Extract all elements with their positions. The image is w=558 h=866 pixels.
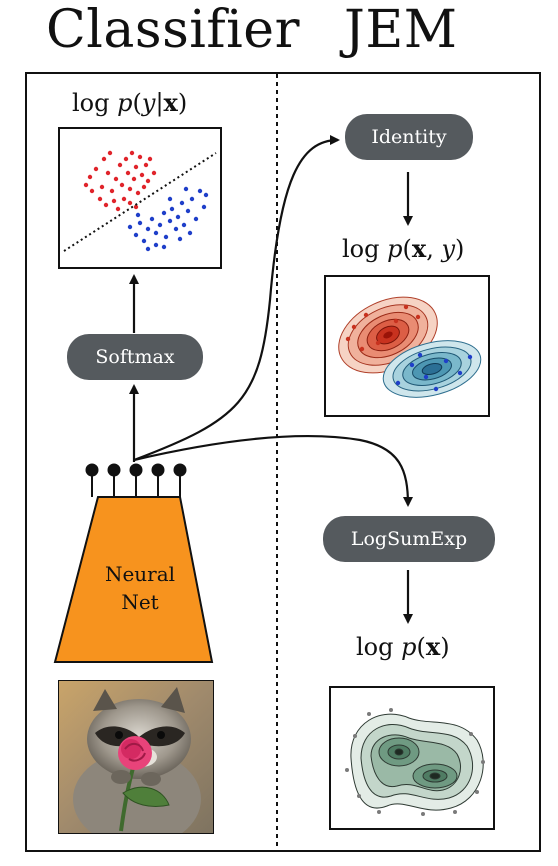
class-a-point: [133, 164, 139, 170]
arrow-to-identity: [133, 135, 340, 462]
class-a-point: [125, 170, 131, 176]
class-a-point: [99, 184, 105, 190]
class-b-point: [183, 186, 189, 192]
class-b-point: [193, 216, 199, 222]
class-b-point: [167, 196, 173, 202]
class-a-point: [143, 162, 149, 168]
class-a-point: [111, 198, 117, 204]
class-b-density: [382, 340, 482, 398]
classifier-plot: [58, 127, 222, 269]
class-b-point: [149, 216, 155, 222]
class-b-point: [201, 204, 207, 210]
class-a-point: [93, 166, 99, 172]
class-a-point: [101, 156, 107, 162]
marginal-density: [345, 708, 485, 816]
class-b-point: [175, 214, 181, 220]
class-a-point: [147, 156, 153, 162]
class-a-point: [131, 176, 137, 182]
class-a-points: [83, 150, 157, 212]
class-a-point: [139, 172, 145, 178]
joint-formula: log p(x, y): [342, 234, 465, 263]
class-a-point: [133, 204, 139, 210]
class-a-point: [127, 186, 133, 192]
class-a-point: [123, 156, 129, 162]
class-b-point: [161, 210, 167, 216]
class-b-point: [173, 226, 179, 232]
class-a-point: [121, 196, 127, 202]
class-b-point: [163, 234, 169, 240]
class-b-point: [133, 232, 139, 238]
class-b-point: [157, 222, 163, 228]
class-a-point: [115, 206, 121, 212]
class-b-point: [137, 220, 143, 226]
marginal-contours: [350, 713, 484, 811]
class-a-point: [87, 174, 93, 180]
class-b-point: [141, 238, 147, 244]
class-a-point: [141, 184, 147, 190]
joint-sample-points: [345, 304, 473, 392]
classifier-output-formula: log p(y|x): [72, 88, 188, 117]
class-a-point: [83, 182, 89, 188]
class-a-point: [119, 182, 125, 188]
neural-net-outputs: [85, 463, 187, 497]
class-b-point: [153, 230, 159, 236]
marginal-formula: log p(x): [356, 632, 450, 661]
decision-boundary: [63, 152, 217, 252]
class-a-point: [97, 196, 103, 202]
outer-frame: [25, 72, 541, 852]
class-a-point: [113, 176, 119, 182]
input-image: [58, 680, 214, 834]
class-b-point: [169, 206, 175, 212]
class-a-point: [135, 190, 141, 196]
joint-density: [338, 296, 482, 398]
softmax-node: Softmax: [67, 334, 203, 380]
marginal-sample-points: [345, 708, 485, 816]
class-b-points: [127, 186, 209, 252]
logsumexp-node: LogSumExp: [323, 516, 495, 562]
class-a-point: [107, 150, 113, 156]
class-a-point: [145, 178, 151, 184]
class-a-point: [137, 154, 143, 160]
class-b-point: [167, 218, 173, 224]
class-a-point: [151, 170, 157, 176]
class-a-point: [129, 150, 135, 156]
marginal-density-plot: [329, 686, 495, 830]
class-b-point: [127, 224, 133, 230]
class-b-point: [187, 230, 193, 236]
class-b-point: [179, 200, 185, 206]
arrow-to-logsumexp: [133, 434, 413, 507]
class-b-point: [185, 208, 191, 214]
class-b-point: [197, 188, 203, 194]
class-b-point: [177, 236, 183, 242]
joint-density-plot: [324, 275, 490, 417]
class-b-point: [153, 242, 159, 248]
neural-net-body: [53, 496, 214, 663]
classifier-header: Classifier: [46, 0, 300, 60]
identity-node: Identity: [345, 114, 473, 160]
class-a-point: [89, 188, 95, 194]
class-a-point: [105, 170, 111, 176]
class-a-point: [109, 188, 115, 194]
class-b-point: [145, 246, 151, 252]
class-b-point: [145, 226, 151, 232]
class-b-point: [203, 192, 209, 198]
jem-header: JEM: [344, 0, 458, 60]
class-b-point: [189, 196, 195, 202]
classifier-scatter: [63, 150, 217, 252]
class-b-point: [161, 244, 167, 250]
class-b-point: [181, 222, 187, 228]
raccoon-illustration: [59, 681, 213, 833]
class-b-point: [135, 212, 141, 218]
class-a-point: [103, 202, 109, 208]
class-a-point: [117, 162, 123, 168]
class-a-point: [127, 200, 133, 206]
